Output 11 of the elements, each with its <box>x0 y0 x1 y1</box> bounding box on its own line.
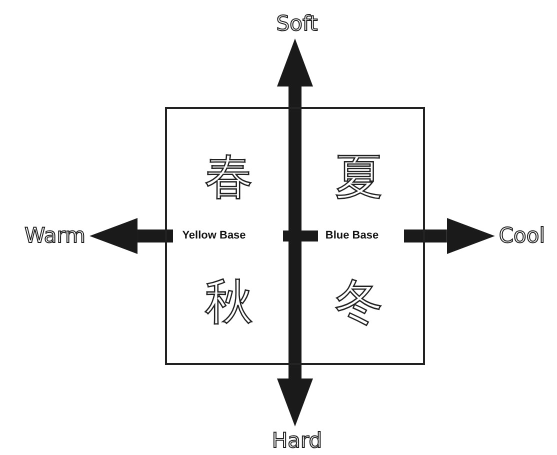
season-character: 秋 <box>205 278 253 326</box>
season-character: 冬 <box>335 278 383 326</box>
season-character: 夏 <box>335 153 383 201</box>
season-character: 春 <box>205 153 253 201</box>
arrow <box>90 218 173 254</box>
axis-label: Warm <box>24 226 86 246</box>
axis-label: Hard <box>272 430 322 452</box>
square-frame <box>165 107 425 365</box>
axis-label: Cool <box>498 226 546 246</box>
arrow <box>404 218 495 254</box>
axis-label: Soft <box>276 14 318 34</box>
